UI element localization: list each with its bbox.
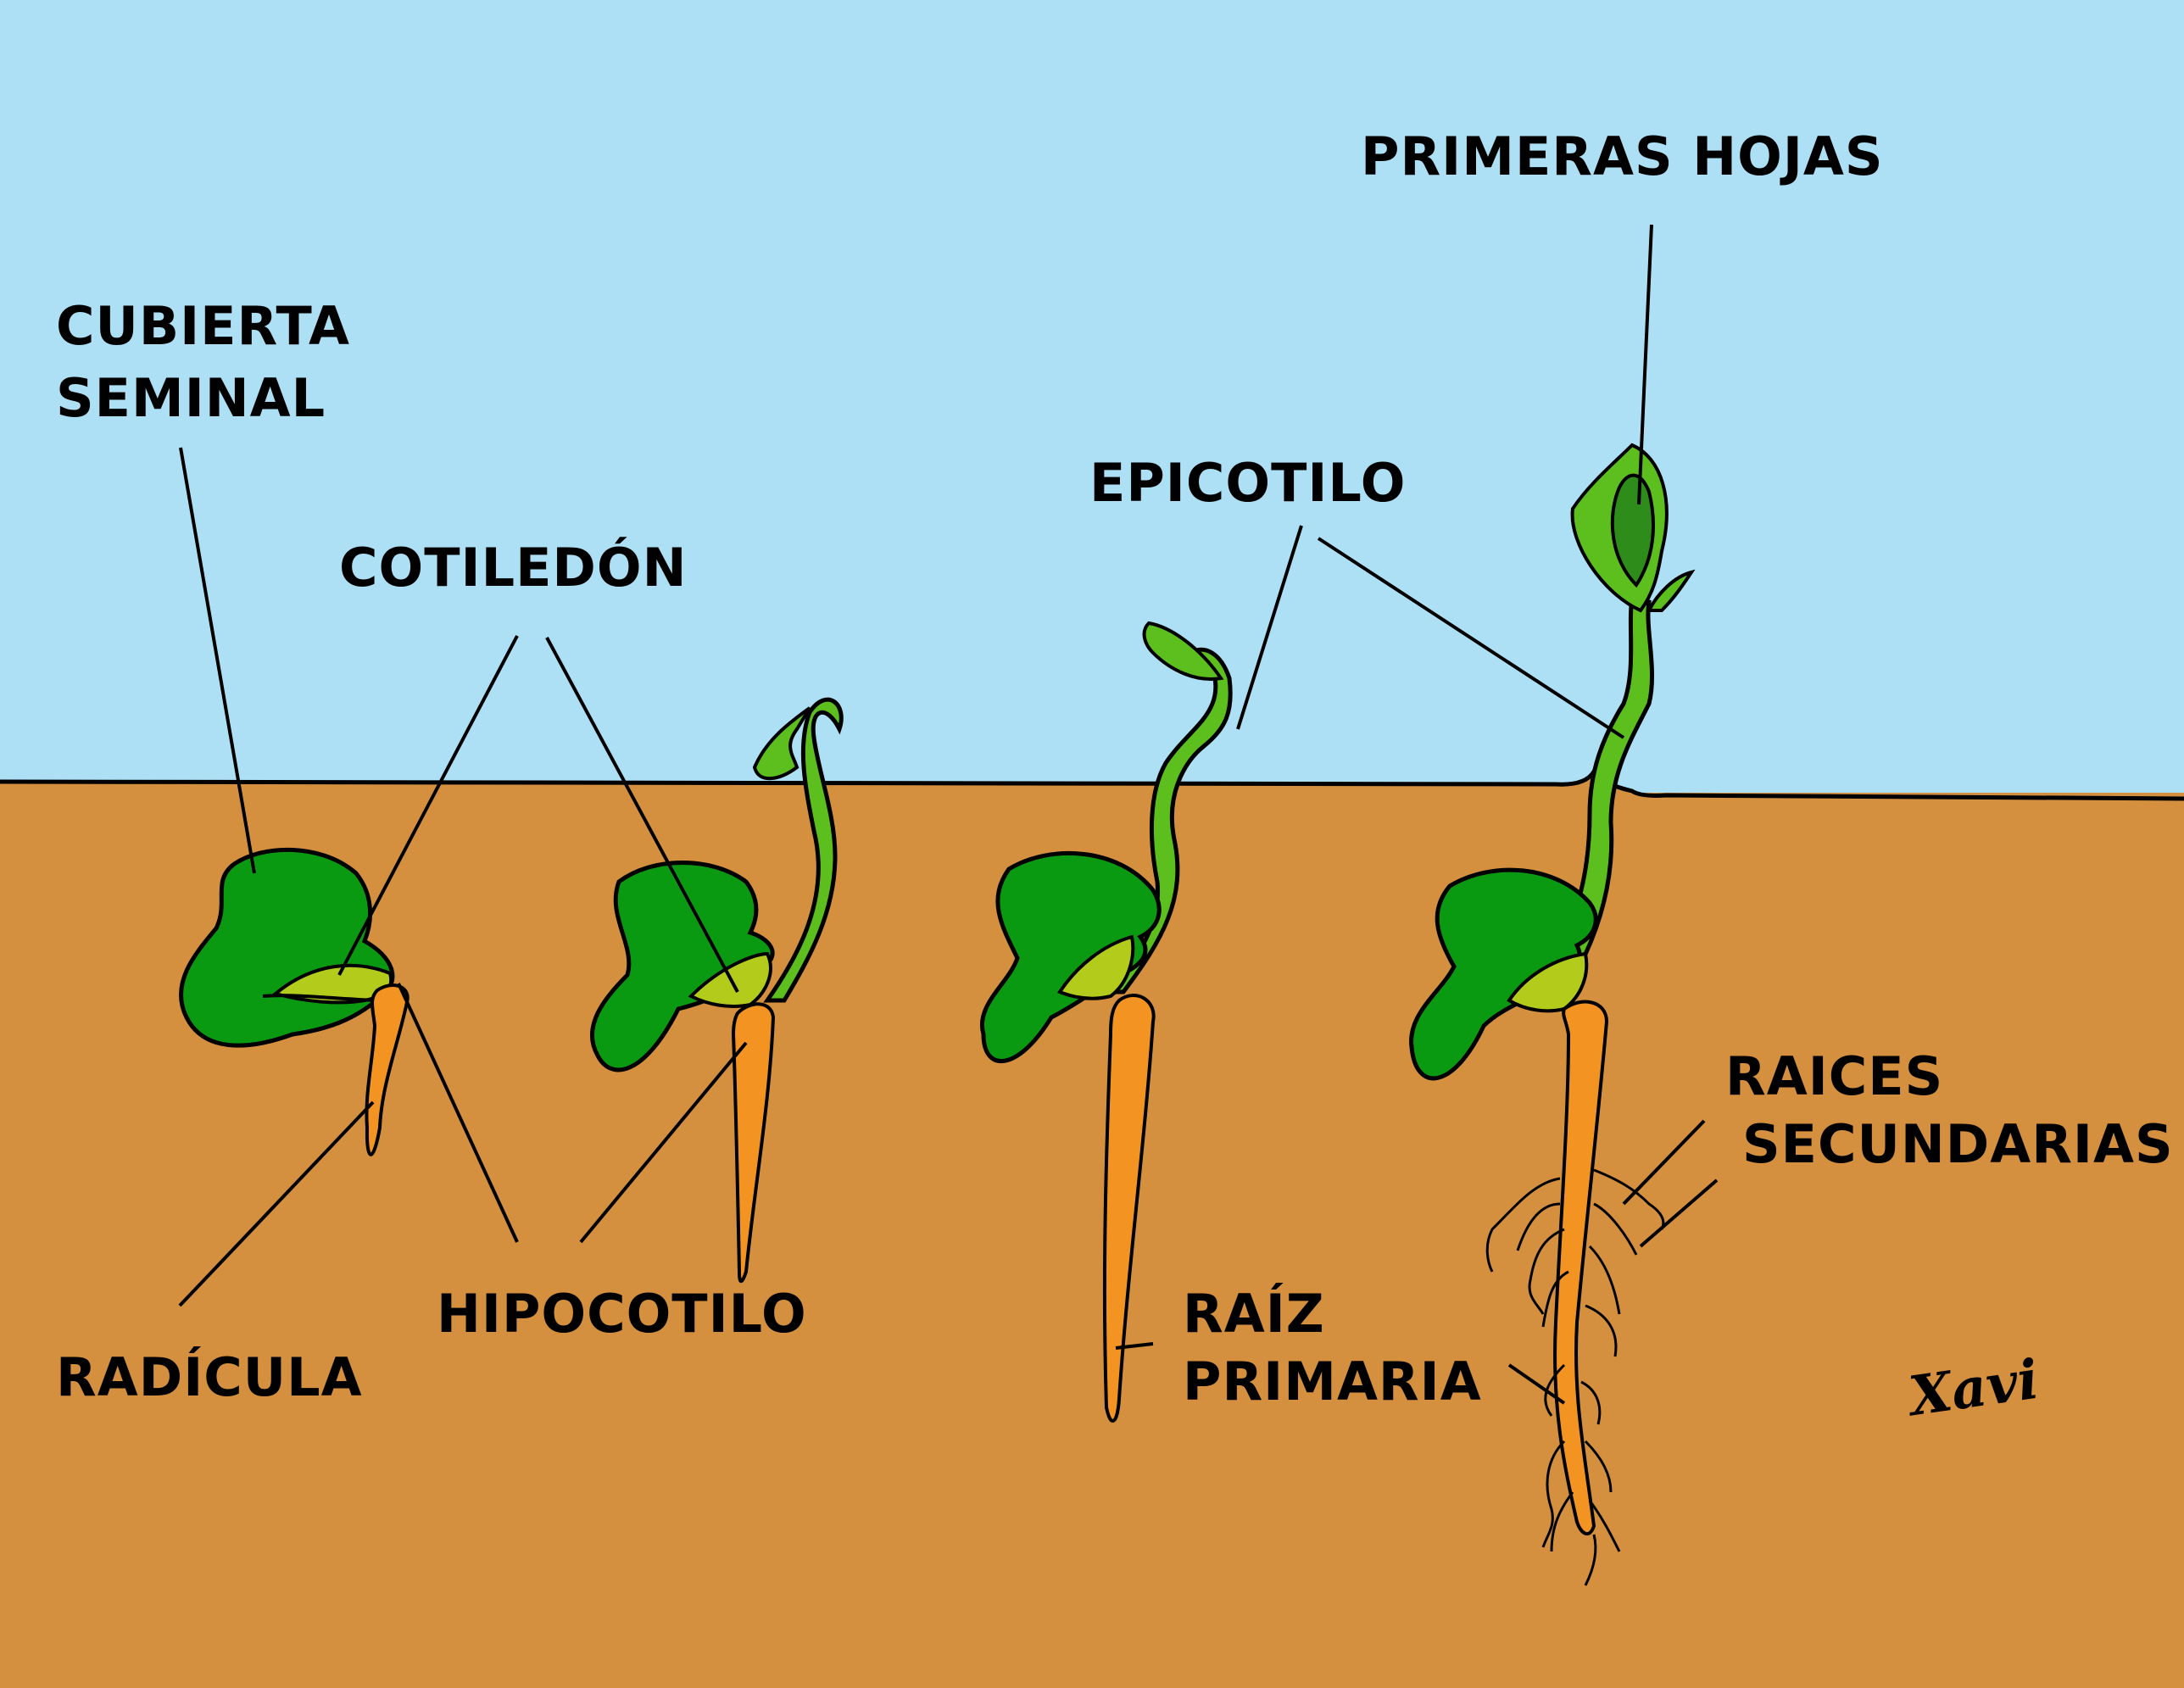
stage-2-primary-root — [731, 1002, 776, 1284]
leader-cotiledon-1 — [337, 635, 519, 976]
leader-raices-secundarias-2 — [1639, 1178, 1719, 1248]
label-cubierta-seminal-line1: CUBIERTA — [56, 295, 350, 357]
sky-background — [0, 0, 2184, 793]
stage-4-seedling — [1409, 443, 1696, 1586]
stage-4-side-leaf — [1646, 569, 1696, 612]
leader-epicotilo-1 — [1236, 525, 1303, 730]
label-primeras-hojas: PRIMERAS HOJAS — [1361, 125, 1884, 187]
label-raiz-primaria-line1: RAÍZ — [1183, 1283, 1325, 1345]
stage-3-folded-leaves — [1142, 621, 1224, 681]
stage-2-hook-leaves — [752, 706, 811, 781]
label-cotiledon: COTILEDÓN — [339, 537, 688, 599]
leader-raiz-primaria-2 — [1507, 1363, 1566, 1405]
soil-ground — [0, 772, 2184, 1688]
leader-cubierta-seminal — [179, 447, 256, 874]
leader-hipocotilo-2 — [579, 1041, 748, 1244]
stage-1-seed-split — [262, 994, 378, 1002]
leader-lines — [178, 224, 1719, 1405]
leader-epicotilo-2 — [1317, 537, 1625, 739]
stage-3-seedling — [979, 621, 1233, 1423]
label-epicotilo: EPICOTILO — [1089, 452, 1407, 514]
label-hipocotilo: HIPOCOTILO — [437, 1283, 807, 1345]
leader-primeras-hojas — [1637, 224, 1653, 505]
label-cubierta-seminal-line2: SEMINAL — [56, 367, 326, 429]
stage-3-cotyledon — [1056, 934, 1135, 1000]
stage-4-primary-root — [1553, 1000, 1609, 1535]
leader-radicula — [178, 1100, 375, 1307]
stage-3-primary-root — [1102, 994, 1156, 1423]
label-raices-secundarias-line1: RAICES — [1725, 1045, 1944, 1107]
label-radicula: RADÍCULA — [56, 1346, 363, 1408]
stage-4-stem — [1540, 594, 1655, 1004]
stage-3-seed-coat — [979, 850, 1162, 1064]
leader-cotiledon-2 — [545, 637, 739, 993]
leader-raices-secundarias-1 — [1622, 1119, 1706, 1206]
stage-4-seed-coat — [1409, 867, 1598, 1081]
stage-4-first-leaves — [1610, 473, 1655, 588]
label-raiz-primaria-line2: PRIMARIA — [1183, 1351, 1482, 1412]
stage-4-secondary-roots — [1485, 1168, 1665, 1586]
stage-2-hypocotyl-stem — [763, 697, 844, 1003]
leader-hipocotilo-1 — [397, 983, 519, 1243]
stage-4-cotyledon — [1507, 951, 1589, 1013]
leader-raiz-primaria-1 — [1115, 1342, 1154, 1350]
label-raices-secundarias-line2: SECUNDARIAS — [1742, 1113, 2174, 1175]
